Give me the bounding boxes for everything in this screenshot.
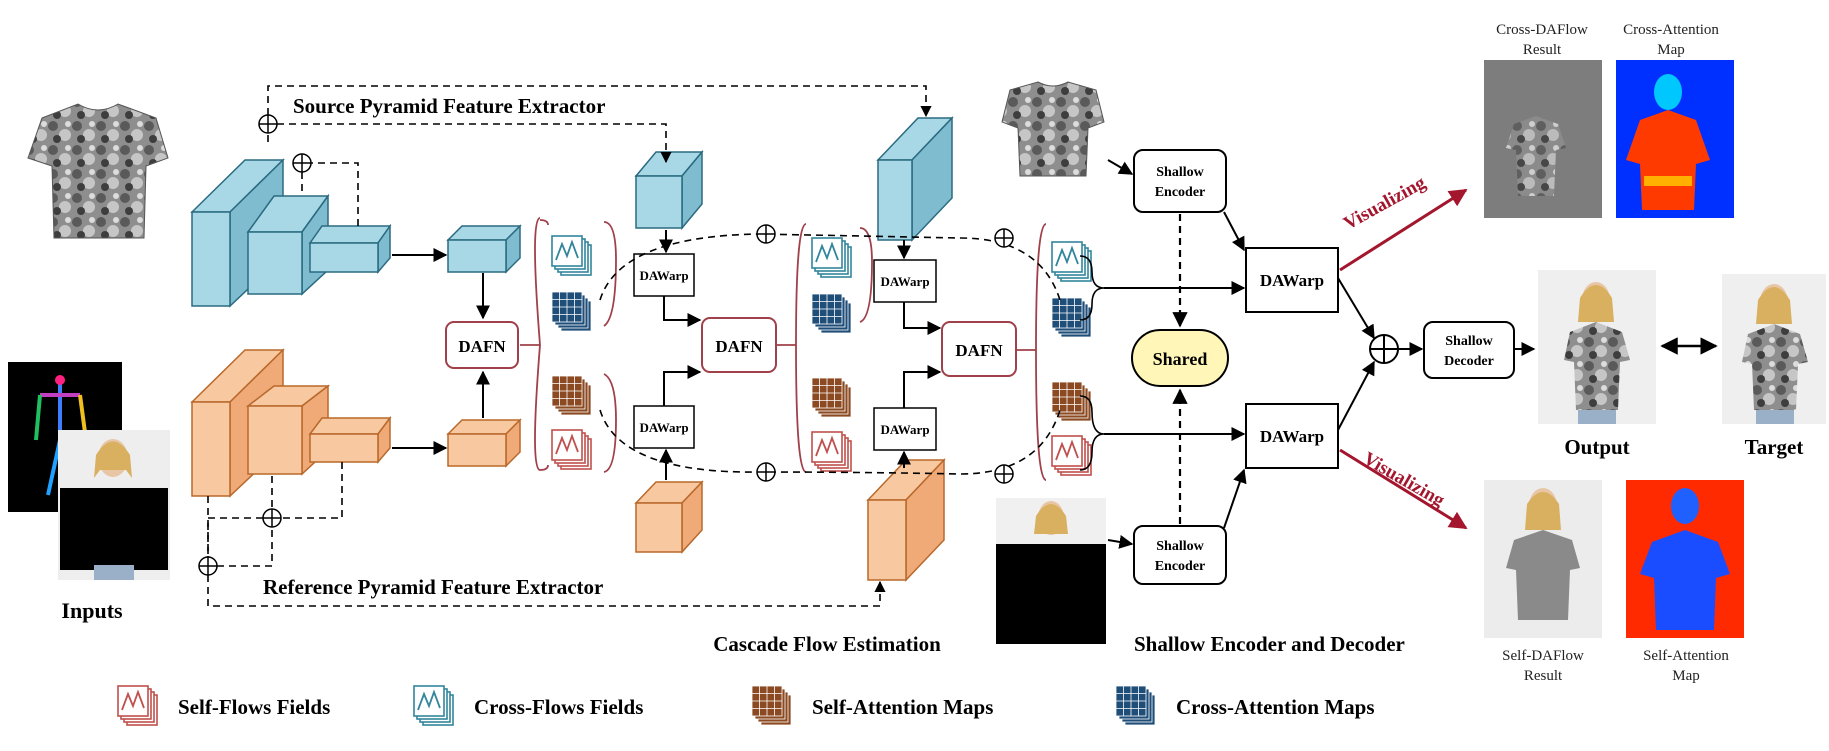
cross-attention-grid-icon	[811, 293, 852, 334]
source-pyramid-extractor	[190, 116, 954, 308]
dafn-block-1: DAFN	[445, 321, 519, 369]
reference-person-image	[58, 430, 170, 580]
output-image	[1538, 270, 1656, 424]
self-flow-stack-icon	[811, 431, 852, 472]
output-label: Output	[1564, 435, 1629, 459]
legend-label: Cross-Flows Fields	[474, 695, 643, 719]
cross-attention-map-image	[1616, 60, 1734, 218]
self-daflow-result-image	[1484, 480, 1602, 638]
svg-text:DAWarp: DAWarp	[1260, 271, 1324, 290]
svg-text:Encoder: Encoder	[1155, 185, 1206, 200]
legend: Self-Flows Fields Cross-Flows Fields Self-…	[117, 685, 1375, 726]
inputs-label: Inputs	[61, 598, 123, 623]
svg-text:DAWarp: DAWarp	[880, 422, 929, 437]
svg-text:Shallow: Shallow	[1156, 165, 1204, 180]
shallow-section-label: Shallow Encoder and Decoder	[1134, 632, 1405, 656]
svg-text:Shared: Shared	[1153, 349, 1208, 369]
legend-item: Cross-Attention Maps	[1115, 685, 1375, 726]
cascade-label: Cascade Flow Estimation	[713, 632, 941, 656]
shallow-encoder-bottom: Shallow Encoder	[1133, 525, 1227, 585]
skip-connections	[198, 85, 932, 607]
legend-item: Self-Flows Fields	[117, 685, 330, 726]
output-brackets	[520, 217, 1047, 481]
legend-label: Self-Attention Maps	[812, 695, 993, 719]
svg-text:Shallow: Shallow	[1445, 334, 1493, 349]
cross-daflow-caption-2: Result	[1523, 42, 1562, 58]
legend-label: Self-Flows Fields	[178, 695, 330, 719]
dafn-block-2: DAFN	[701, 317, 777, 373]
self-attention-grid-icon	[1051, 381, 1092, 422]
self-attention-grid-icon	[811, 377, 852, 418]
shared-node: Shared	[1131, 329, 1229, 387]
svg-text:DAWarp: DAWarp	[1260, 427, 1324, 446]
svg-text:Encoder: Encoder	[1155, 559, 1206, 574]
legend-item: Self-Attention Maps	[751, 685, 993, 726]
visualizing-label-top: Visualizing	[1340, 172, 1429, 234]
source-garment-image	[27, 103, 169, 239]
cross-flow-stack-icon	[413, 685, 454, 726]
svg-text:DAFN: DAFN	[715, 337, 763, 356]
dawarp-final-top: DAWarp	[1245, 247, 1339, 313]
dawarp-lower-1: DAWarp	[633, 405, 695, 449]
cross-flow-stack-icon	[551, 235, 592, 276]
flow-field-stacks	[551, 235, 1092, 476]
self-attention-grid-icon	[551, 375, 592, 416]
svg-text:Shallow: Shallow	[1156, 539, 1204, 554]
dawarp-lower-2: DAWarp	[873, 407, 937, 451]
cross-daflow-caption-1: Cross-DAFlow	[1496, 22, 1588, 38]
sum-node-final	[1369, 334, 1399, 364]
target-label: Target	[1745, 435, 1804, 459]
cross-attention-caption-1: Cross-Attention	[1623, 22, 1719, 38]
source-extractor-label: Source Pyramid Feature Extractor	[293, 94, 605, 118]
self-flow-stack-icon	[117, 685, 158, 726]
legend-label: Cross-Attention Maps	[1176, 695, 1375, 719]
svg-text:DAWarp: DAWarp	[880, 274, 929, 289]
self-attention-caption-1: Self-Attention	[1643, 648, 1729, 664]
svg-text:DAWarp: DAWarp	[639, 420, 688, 435]
self-daflow-caption-2: Result	[1524, 668, 1563, 684]
self-daflow-caption-1: Self-DAFlow	[1502, 648, 1584, 664]
cross-flow-stack-icon	[1051, 241, 1092, 282]
dawarp-upper-1: DAWarp	[633, 253, 695, 297]
person-thumbnail	[996, 498, 1106, 644]
svg-text:Decoder: Decoder	[1444, 354, 1494, 369]
svg-text:DAFN: DAFN	[955, 341, 1003, 360]
self-flow-stack-icon	[1051, 435, 1092, 476]
visualizing-label-bottom: Visualizing	[1360, 448, 1449, 511]
dawarp-upper-2: DAWarp	[873, 259, 937, 303]
dafn-block-3: DAFN	[941, 321, 1017, 377]
cross-flow-stack-icon	[811, 237, 852, 278]
flow-upsample-paths	[599, 224, 1061, 484]
garment-thumbnail	[1001, 81, 1105, 177]
shallow-encoder-top: Shallow Encoder	[1133, 149, 1227, 213]
cross-attention-grid-icon	[1115, 685, 1156, 726]
cross-attention-grid-icon	[1051, 297, 1092, 338]
self-attention-map-image	[1626, 480, 1744, 638]
dawarp-final-bottom: DAWarp	[1245, 403, 1339, 469]
reference-pyramid-extractor	[190, 348, 946, 582]
cross-attention-grid-icon	[551, 291, 592, 332]
cross-daflow-result-image	[1484, 60, 1602, 218]
self-flow-stack-icon	[551, 429, 592, 470]
svg-text:DAFN: DAFN	[458, 337, 506, 356]
self-attention-grid-icon	[751, 685, 792, 726]
reference-extractor-label: Reference Pyramid Feature Extractor	[263, 575, 603, 599]
legend-item: Cross-Flows Fields	[413, 685, 643, 726]
self-attention-caption-2: Map	[1672, 668, 1700, 684]
target-image	[1722, 274, 1826, 424]
svg-text:DAWarp: DAWarp	[639, 268, 688, 283]
cross-attention-caption-2: Map	[1657, 42, 1685, 58]
shallow-decoder: Shallow Decoder	[1423, 321, 1515, 379]
